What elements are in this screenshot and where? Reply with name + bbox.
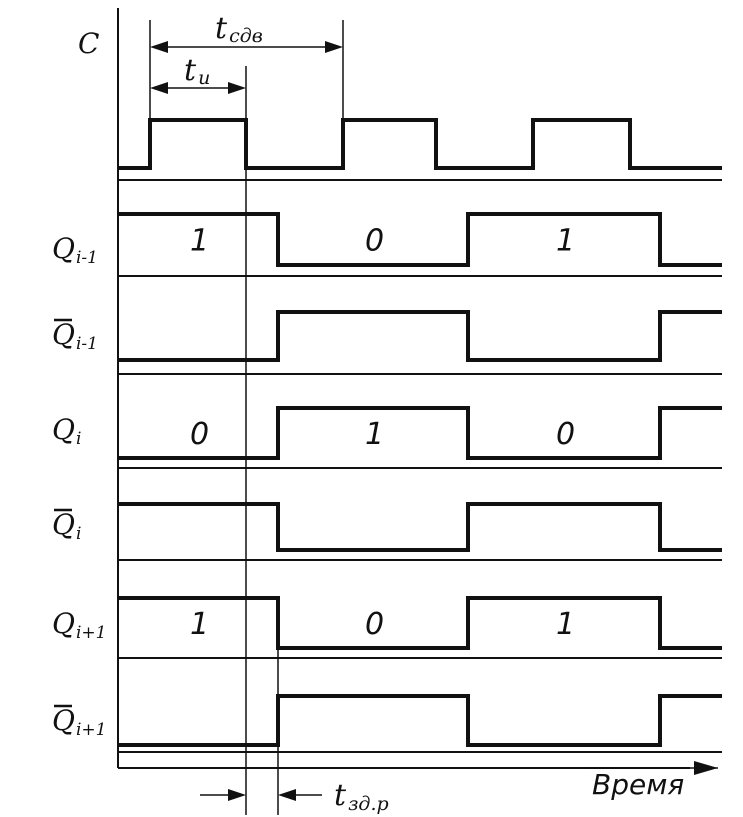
bit-label: 1 [556, 224, 575, 259]
signal-row-not-q-i: Qi [52, 502, 722, 561]
bit-label: 0 [365, 607, 384, 642]
bit-label: 1 [190, 607, 209, 642]
signal-label-not-q-i: Qi [52, 508, 81, 544]
time-axis: Время [118, 761, 718, 801]
signal-row-not-q-i+1: Qi+1 [52, 694, 722, 753]
waveform-c [118, 118, 722, 170]
signal-label-q-i-1: Qi-1 [52, 232, 98, 268]
bit-label: 0 [190, 417, 209, 452]
waveform-not-q-i+1 [118, 694, 722, 747]
signal-label-q-i: Qi [52, 413, 81, 449]
bit-label: 1 [556, 607, 575, 642]
signal-row-q-i+1: 1 0 1 Qi+1 [52, 596, 722, 659]
signal-row-c: C [78, 27, 722, 181]
bit-label: 0 [556, 417, 575, 452]
signal-row-q-i-1: 1 0 1 Qi-1 [52, 212, 722, 277]
waveform-not-q-i-1 [118, 310, 722, 362]
waveform-q-i-1 [118, 212, 722, 267]
signal-label-not-q-i+1: Qi+1 [52, 704, 106, 740]
signal-row-not-q-i-1: Qi-1 [52, 310, 722, 375]
time-axis-label: Время [592, 768, 684, 801]
bit-label: 1 [365, 417, 384, 452]
signal-label-c: C [78, 27, 99, 60]
waveform-not-q-i [118, 502, 722, 552]
signal-label-q-i+1: Qi+1 [52, 607, 106, 643]
bit-label: 0 [365, 224, 384, 259]
waveform-q-i [118, 406, 722, 460]
signal-row-q-i: 0 1 0 Qi [52, 406, 722, 469]
signal-label-not-q-i-1: Qi-1 [52, 318, 98, 354]
bit-label: 1 [190, 224, 209, 259]
